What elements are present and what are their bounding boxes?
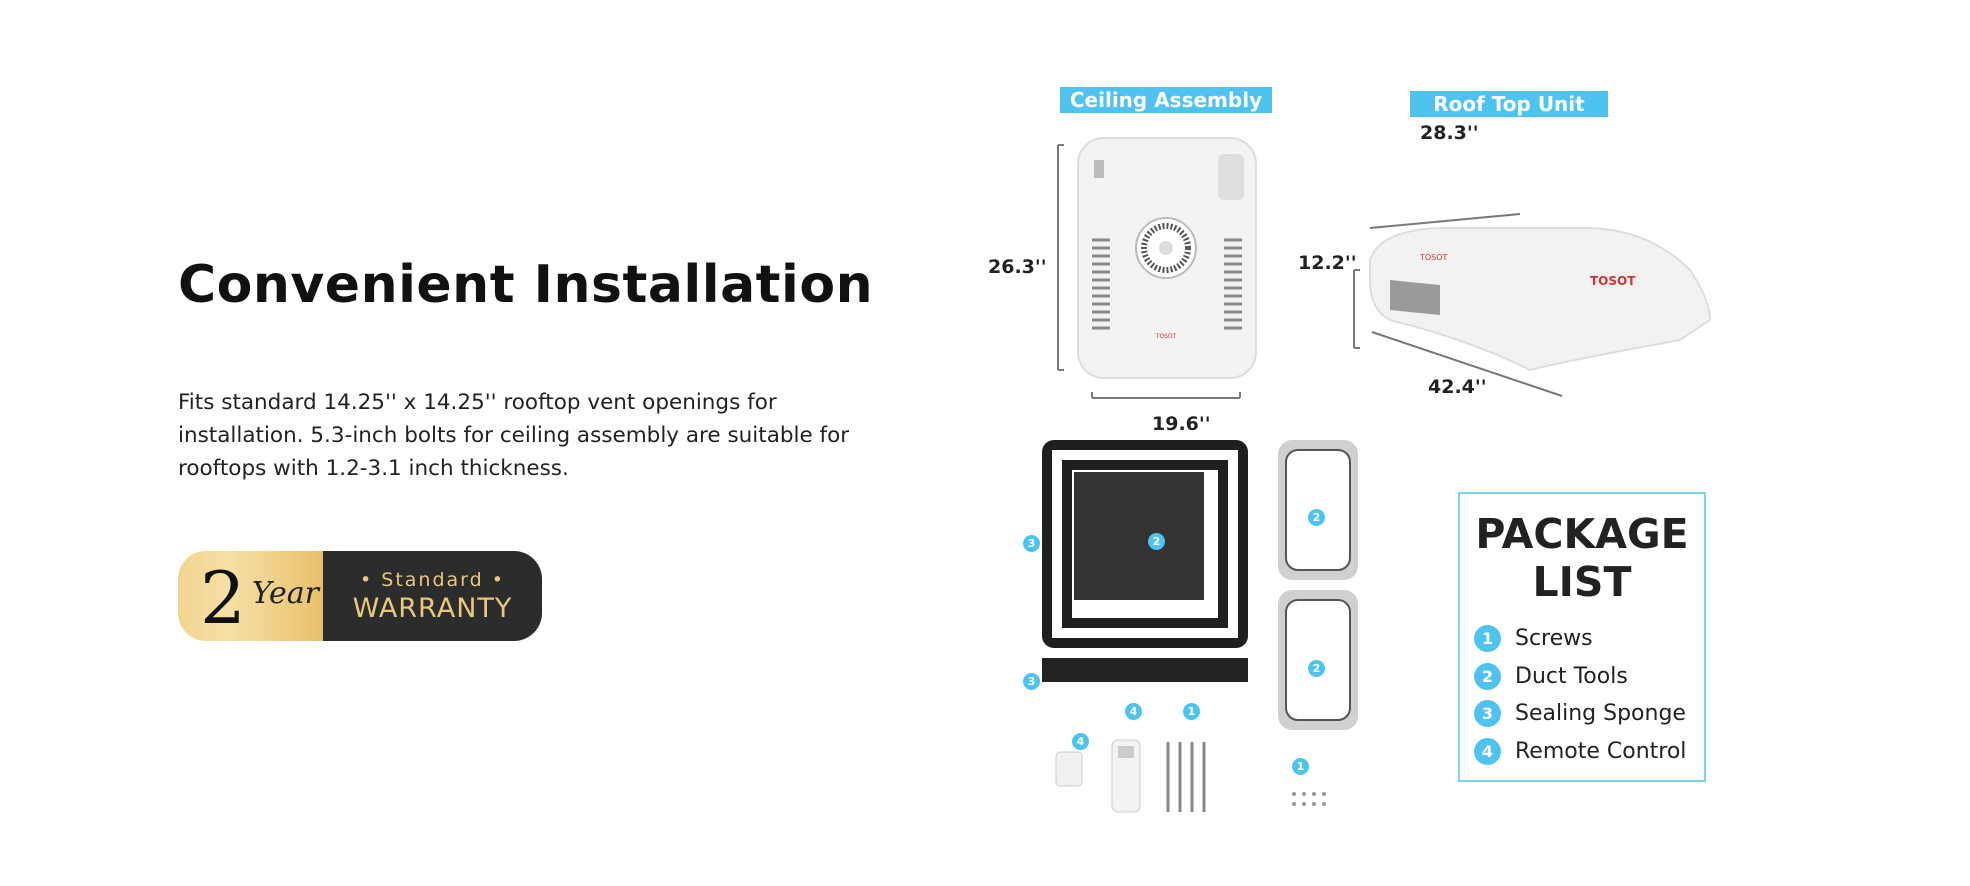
svg-text:TOSOT: TOSOT — [1419, 253, 1448, 262]
marker-2: 2 — [1308, 660, 1325, 677]
roof-unit-illustration: TOSOT TOSOT — [1353, 213, 1712, 397]
warranty-standard: • Standard • — [360, 568, 505, 591]
warranty-badge: 2 Year • Standard • WARRANTY — [178, 551, 542, 641]
package-parts-illustration — [1042, 440, 1358, 813]
roof-top-unit-tag: Roof Top Unit — [1410, 91, 1608, 117]
marker-3: 3 — [1023, 535, 1040, 552]
ceiling-height-dim: 26.3'' — [988, 256, 1047, 278]
ceiling-width-dim: 19.6'' — [1152, 413, 1211, 435]
svg-text:TOSOT: TOSOT — [1590, 274, 1636, 288]
warranty-years: 2 Year — [178, 551, 323, 641]
warranty-label: WARRANTY — [352, 592, 513, 624]
marker-2: 2 — [1308, 509, 1325, 526]
marker-1: 1 — [1292, 758, 1309, 775]
page-title: Convenient Installation — [178, 255, 874, 315]
description: Fits standard 14.25'' x 14.25'' rooftop … — [178, 390, 850, 481]
package-title: PACKAGE LIST — [1475, 510, 1689, 606]
ceiling-unit-illustration: TOSOT — [1057, 137, 1257, 399]
marker-2: 2 — [1148, 533, 1165, 550]
marker-3: 3 — [1023, 673, 1040, 690]
marker-1: 1 — [1183, 703, 1200, 720]
roof-height-dim: 12.2'' — [1298, 252, 1357, 274]
ceiling-assembly-tag: Ceiling Assembly — [1060, 87, 1272, 113]
roof-depth-dim: 28.3'' — [1420, 122, 1479, 144]
marker-4: 4 — [1125, 703, 1142, 720]
warranty-unit: Year — [251, 575, 319, 611]
marker-4: 4 — [1072, 733, 1089, 750]
product-figure: Ceiling Assembly Roof Top Unit TOSOT 26.… — [980, 70, 1830, 830]
svg-text:TOSOT: TOSOT — [1155, 333, 1177, 340]
roof-length-dim: 42.4'' — [1428, 376, 1487, 398]
warranty-number: 2 — [200, 556, 246, 640]
warranty-text: • Standard • WARRANTY — [323, 551, 542, 641]
